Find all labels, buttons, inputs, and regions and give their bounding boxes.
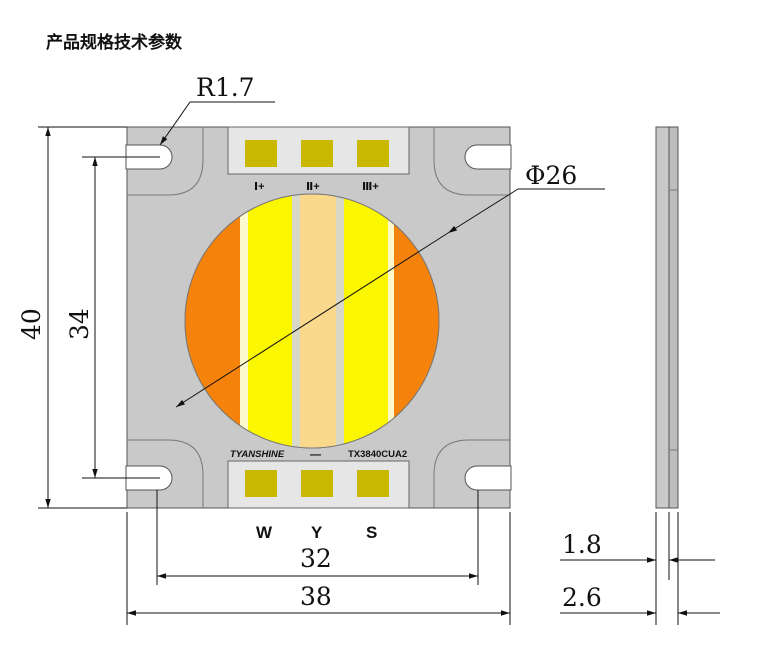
dim-height-inner-label: 34 (65, 308, 94, 340)
yellow-strip-1 (248, 194, 292, 448)
diameter-label: Φ26 (525, 161, 577, 190)
minus-marking: — (310, 449, 321, 461)
top-pad-2 (301, 140, 333, 167)
bottom-pad-label-y: Y (311, 523, 323, 542)
top-pad-label-1: Ⅰ+ (254, 181, 265, 193)
board-outline (127, 127, 510, 508)
dim-width-outer-label: 38 (300, 582, 332, 611)
dim-width-outer (126, 512, 511, 625)
diameter-leader (175, 232, 449, 408)
top-pad-label-3: Ⅲ+ (362, 181, 379, 193)
bottom-pad-3 (357, 470, 389, 497)
bottom-pad-label-s: S (366, 523, 377, 542)
dim-width-inner-label: 32 (300, 544, 332, 573)
gap-strip-1 (292, 194, 300, 448)
top-pad-3 (357, 140, 389, 167)
radius-label: R1.7 (196, 73, 255, 102)
dim-width-inner (156, 490, 479, 585)
gap-strip-2 (336, 194, 344, 448)
dim-thickness-total-label: 2.6 (562, 583, 602, 612)
dim-height-outer-label: 40 (17, 308, 46, 340)
dim-height-inner (82, 156, 160, 479)
brand-marking: TYANSHINE (230, 449, 285, 460)
model-marking: TX3840CUA2 (348, 449, 407, 460)
radius-leader (159, 101, 191, 146)
side-view (655, 126, 679, 509)
bottom-pad-2 (301, 470, 333, 497)
bottom-pad-1 (245, 470, 277, 497)
top-pad-1 (245, 140, 277, 167)
page-title: 产品规格技术参数 (46, 33, 182, 53)
warm-strip-center (300, 194, 336, 448)
dim-height-outer (38, 126, 127, 509)
dim-thickness (560, 512, 720, 625)
bottom-pad-label-w: W (256, 523, 273, 542)
top-pad-label-2: Ⅱ+ (306, 181, 320, 193)
yellow-strip-2 (344, 194, 388, 448)
dim-thickness-top-label: 1.8 (562, 530, 602, 559)
